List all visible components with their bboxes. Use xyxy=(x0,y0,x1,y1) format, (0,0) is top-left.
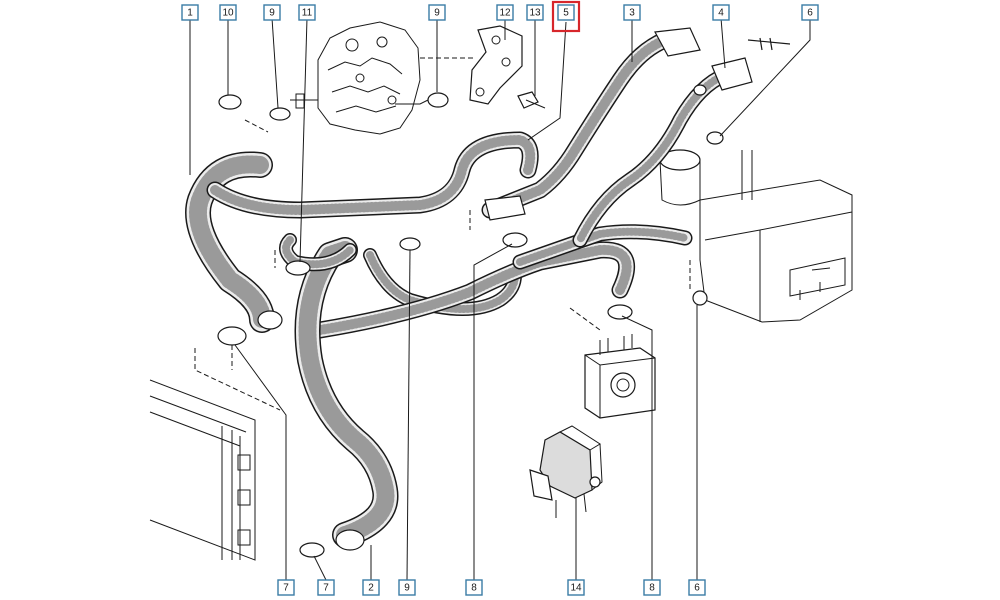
callout-label: 11 xyxy=(302,8,313,19)
callout-3[interactable]: 3 xyxy=(623,4,641,21)
callout-9-right[interactable]: 9 xyxy=(428,4,446,21)
callout-label: 7 xyxy=(323,583,329,594)
callout-9-bottom[interactable]: 9 xyxy=(398,579,416,596)
callout-2[interactable]: 2 xyxy=(362,579,380,596)
leader-lines xyxy=(189,17,811,581)
hose-2 xyxy=(308,250,386,535)
hose-clamps xyxy=(217,92,724,558)
engine-block xyxy=(290,21,429,135)
callout-label: 7 xyxy=(283,583,289,594)
radiator xyxy=(149,348,281,561)
callout-7-right[interactable]: 7 xyxy=(317,579,335,596)
highlight-frame xyxy=(551,0,581,33)
expansion-tank xyxy=(659,149,853,323)
callout-6-bottom[interactable]: 6 xyxy=(688,579,706,596)
callout-12[interactable]: 12 xyxy=(496,4,514,21)
callout-label: 6 xyxy=(807,8,813,19)
callout-1[interactable]: 1 xyxy=(181,4,199,21)
heat-exchanger xyxy=(569,307,656,419)
hose-connectors xyxy=(257,27,791,551)
callout-8-left[interactable]: 8 xyxy=(465,579,483,596)
mounting-bracket xyxy=(420,25,523,105)
callouts-bottom: 7 7 2 9 8 14 8 6 xyxy=(277,579,706,596)
callout-label: 13 xyxy=(529,8,541,19)
thermostat-housing xyxy=(529,425,603,518)
callout-label: 14 xyxy=(570,583,582,594)
callout-label: 8 xyxy=(649,583,655,594)
callout-7-left[interactable]: 7 xyxy=(277,579,295,596)
callout-label: 9 xyxy=(434,8,440,19)
callout-label: 3 xyxy=(629,8,635,19)
callout-9[interactable]: 9 xyxy=(263,4,281,21)
callout-14[interactable]: 14 xyxy=(567,579,585,596)
callout-label: 4 xyxy=(718,8,724,19)
callouts-top: 1 10 9 11 9 12 13 5 xyxy=(181,0,819,33)
bolt xyxy=(517,91,546,109)
callout-11[interactable]: 11 xyxy=(298,4,316,21)
callout-label: 10 xyxy=(222,8,234,19)
callout-label: 6 xyxy=(694,583,700,594)
callout-label: 9 xyxy=(269,8,275,19)
callout-label: 2 xyxy=(368,583,374,594)
callout-4[interactable]: 4 xyxy=(712,4,730,21)
callout-6[interactable]: 6 xyxy=(801,4,819,21)
callout-label: 9 xyxy=(404,583,410,594)
callout-8-right[interactable]: 8 xyxy=(643,579,661,596)
assembly-dashes xyxy=(231,119,691,370)
callout-label: 8 xyxy=(471,583,477,594)
callout-5-highlighted[interactable]: 5 xyxy=(551,0,581,33)
callout-label: 12 xyxy=(499,8,511,19)
callout-10[interactable]: 10 xyxy=(219,4,237,21)
callout-13[interactable]: 13 xyxy=(526,4,544,21)
callout-label: 1 xyxy=(187,8,193,19)
callout-label: 5 xyxy=(563,8,569,19)
